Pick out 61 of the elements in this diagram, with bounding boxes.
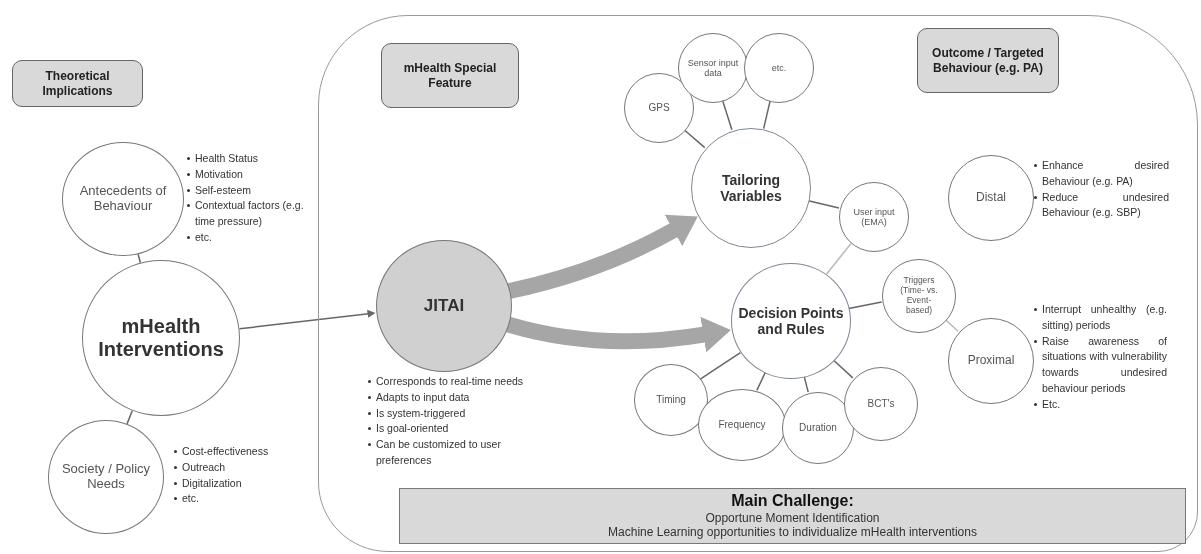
bullet-text: Reduce undesired Behaviour (e.g. SBP) [1042,189,1169,221]
connector-line [807,200,840,209]
circle-label: Timing [655,394,687,406]
bullet-text: Is system-triggered [376,405,467,421]
connector-line [803,375,809,393]
panel-frame [318,15,1198,552]
circle-label: BCT's [866,398,896,410]
connector-line [126,409,133,425]
bullet-text: Enhance desired Behaviour (e.g. PA) [1042,158,1169,189]
challenge-banner [399,488,1186,544]
bullet-text: Digitalization [182,475,243,491]
bullet-text: Cost-effectiveness [182,444,270,459]
bullet-text: Can be customized to user preferences [376,437,502,468]
circle-label: Frequency [717,419,767,431]
circle-label: Distal [975,191,1007,205]
heading-box [12,60,143,107]
connector-line [762,100,771,130]
circle-label: mHealth Interventions [97,315,225,361]
connector-line [832,359,854,379]
arrow [505,316,731,353]
bullet-text: Corresponds to real-time needs [376,374,525,389]
bullet-text: etc. [182,491,200,507]
heading-box [381,43,519,108]
circle-label: Sensor input data [686,57,740,79]
bullet-text: Contextual factors (e.g. time pressure) [195,198,305,229]
circle-label: Proximal [966,354,1016,368]
bullet-text: Etc. [1042,396,1062,412]
bullet-text: etc. [195,229,213,245]
connector-line [825,242,852,275]
connector-line [848,301,883,310]
bullet-text: Motivation [195,166,244,182]
challenge-text: Opportune Moment Identification [705,510,880,526]
circle-label: Antecedents of Behaviour [78,184,168,214]
circle-label: GPS [647,102,671,114]
circle-label: JITAI [422,296,466,316]
heading-label: Outcome / Targeted Behaviour (e.g. PA) [931,45,1045,76]
arrow [238,309,376,330]
circle-label: Duration [798,422,838,434]
bullet-text: Interrupt unhealthy (e.g. sitting) periods [1042,302,1167,333]
circle-label: Tailoring Variables [719,171,783,205]
heading-label: mHealth Special Feature [402,60,498,91]
circle-label: Decision Points and Rules [737,304,845,338]
bullet-text: Adapts to input data [376,389,471,405]
connector-line [699,351,742,380]
bullet-text: Outreach [182,459,227,475]
bullet-text: Health Status [195,151,260,166]
challenge-text: Machine Learning opportunities to individualize mHealth interventions [608,525,977,540]
circle-label: User input (EMA) [852,206,896,228]
challenge-heading: Main Challenge: [731,492,854,511]
circle-label: Society / Policy Needs [60,462,152,492]
heading-box [917,28,1059,93]
heading-label: Theoretical Implications [41,68,114,99]
connector-line [756,372,766,392]
circle-label: etc. [770,62,788,74]
arrow [507,214,698,299]
bullet-text: Is goal-oriented [376,421,450,437]
circle-label: Triggers (Time- vs. Event-based) [899,276,939,316]
bullet-text: Self-esteem [195,182,253,198]
bullet-text: Raise awareness of situations with vulnerability towards undesired behaviour periods [1042,333,1167,396]
connector-line [683,129,706,149]
connector-line [721,99,733,131]
